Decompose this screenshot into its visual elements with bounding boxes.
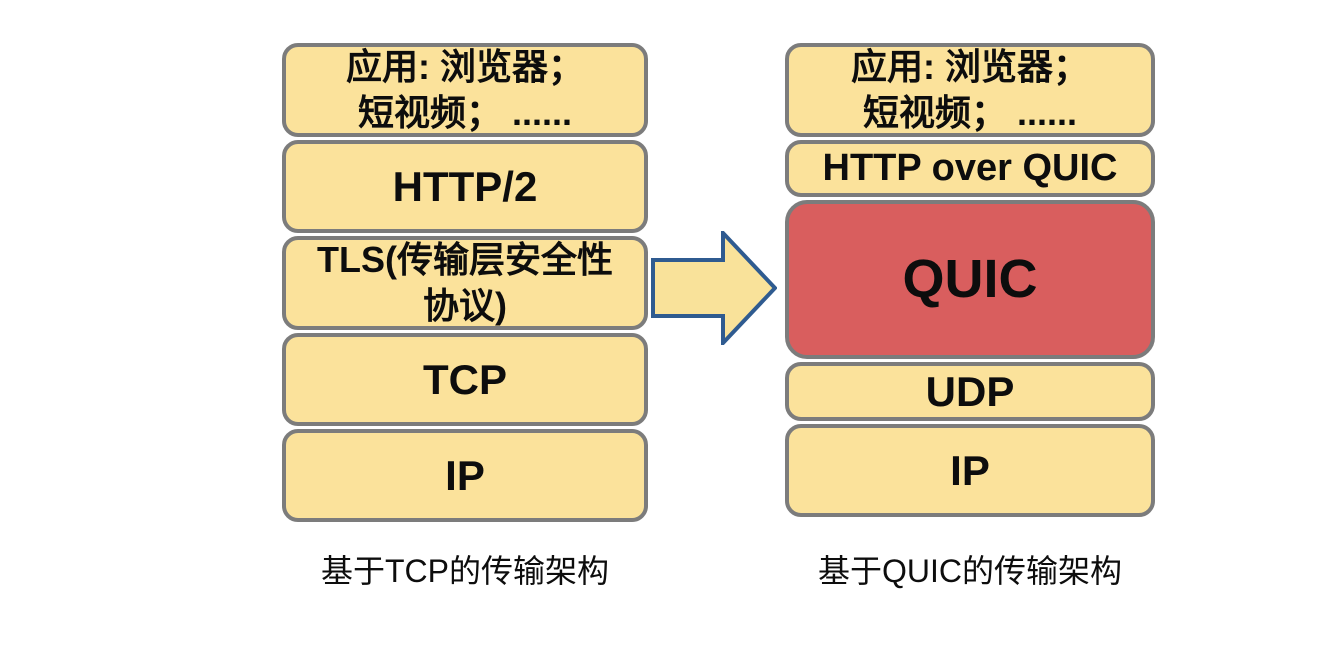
- tcp-stack-caption: 基于TCP的传输架构: [320, 553, 609, 589]
- quic-stack-layer-http-over-quic: HTTP over QUIC: [785, 140, 1155, 197]
- tcp-stack-layer-http2: HTTP/2: [282, 140, 648, 233]
- tcp-stack-layer-tcp: TCP: [282, 333, 648, 426]
- right-arrow-svg: [651, 227, 778, 349]
- tcp-stack-layer-ip: IP: [282, 429, 648, 522]
- right-arrow-shape: [651, 227, 778, 349]
- quic-stack: 应用: 浏览器； 短视频； ...... HTTP over QUIC QUIC…: [785, 43, 1155, 520]
- quic-stack-caption: 基于QUIC的传输架构: [817, 553, 1122, 589]
- quic-stack-layer-ip: IP: [785, 424, 1155, 517]
- tcp-stack-layer-application: 应用: 浏览器； 短视频； ......: [282, 43, 648, 137]
- tcp-stack: 应用: 浏览器； 短视频； ...... HTTP/2 TLS(传输层安全性 协…: [282, 43, 648, 525]
- quic-stack-layer-application: 应用: 浏览器； 短视频； ......: [785, 43, 1155, 137]
- tcp-stack-layer-tls: TLS(传输层安全性 协议): [282, 236, 648, 330]
- right-arrow-icon: [651, 227, 778, 349]
- quic-stack-layer-quic-highlighted: QUIC: [785, 200, 1155, 359]
- quic-stack-layer-udp: UDP: [785, 362, 1155, 421]
